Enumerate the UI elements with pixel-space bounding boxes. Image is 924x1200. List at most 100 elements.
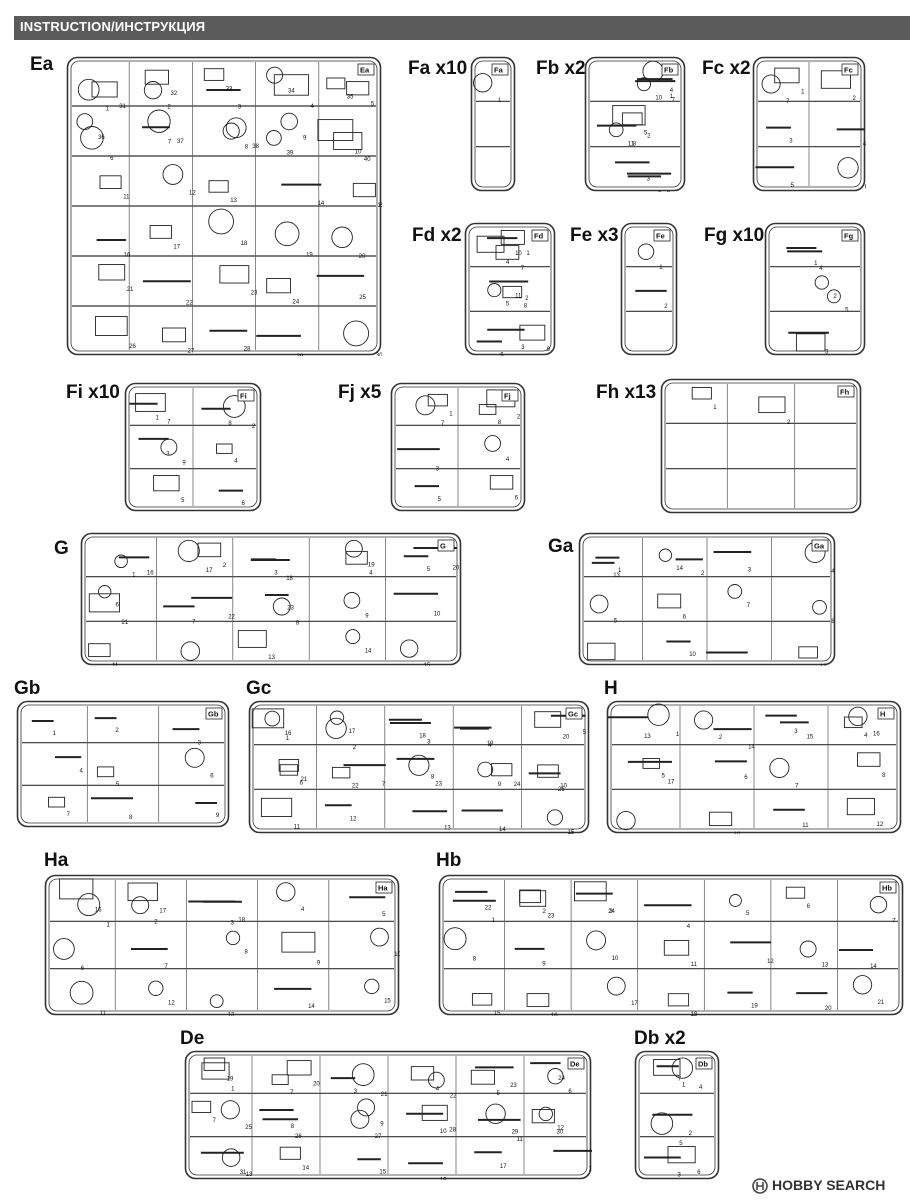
part-number: 14 — [748, 745, 755, 751]
part-number: 15 — [384, 999, 391, 1005]
header-title: INSTRUCTION/ИНСТРУКЦИЯ — [20, 19, 206, 34]
sprue-part — [848, 706, 868, 727]
part-number: 3 — [647, 177, 651, 183]
sprue-part — [264, 710, 281, 727]
sprue-part — [221, 1148, 241, 1167]
part-number: 3 — [166, 452, 170, 458]
sprue-part — [785, 886, 806, 899]
sprue-part — [667, 993, 690, 1007]
part-number: 10 — [612, 956, 619, 962]
part-number: 10 — [734, 832, 741, 834]
sprue-label-h: H — [604, 678, 618, 699]
sprue-part — [114, 554, 128, 569]
part-number: 4 — [863, 141, 866, 147]
part-number: 3 — [436, 466, 440, 472]
part-number: 6 — [568, 1089, 572, 1095]
sprue-code-box — [841, 63, 859, 76]
sprue-part — [271, 1074, 289, 1085]
sprue-frame-inner — [756, 60, 862, 188]
part-number: 3 — [748, 568, 752, 574]
sprue-fg: 123456Fg — [764, 222, 866, 356]
part-number: 3 — [354, 1089, 358, 1095]
part-number: 2 — [154, 919, 158, 925]
part-number: 1 — [286, 736, 290, 742]
sprue-code: Fj — [504, 392, 511, 401]
part-number: 15 — [424, 663, 431, 666]
part-number: 4 — [234, 459, 238, 465]
part-number: 22 — [352, 783, 359, 789]
sprue-frame-inner — [252, 704, 586, 830]
sprue-part — [531, 1109, 555, 1124]
part-number: 25 — [558, 787, 565, 793]
sprue-part — [343, 592, 361, 609]
part-number: 36 — [98, 135, 105, 141]
sprue-part — [642, 758, 661, 769]
part-number: 16 — [285, 731, 292, 737]
sprue-frame-inner — [84, 536, 458, 662]
sprue-part — [574, 881, 607, 902]
part-number: 4 — [864, 733, 868, 739]
part-number: 18 — [691, 1012, 698, 1016]
part-number: 7 — [521, 266, 525, 272]
part-number: 14 — [499, 827, 506, 833]
sprue-label-g: G — [54, 538, 69, 559]
sprue-part — [177, 539, 200, 562]
part-number: 38 — [252, 144, 259, 150]
part-number: 4 — [488, 743, 492, 749]
sprue-frame — [764, 222, 866, 356]
part-number: 9 — [317, 961, 321, 967]
part-number: 8 — [498, 420, 502, 426]
sprue-part — [421, 1104, 448, 1121]
sprue-code-box — [661, 63, 679, 76]
sprue-part — [837, 157, 859, 179]
sprue-part — [476, 235, 505, 253]
sprue-part — [266, 130, 282, 146]
part-number: 13 — [230, 198, 237, 204]
sprue-frame — [124, 382, 262, 512]
sprue-part — [197, 542, 222, 558]
part-number: 7 — [167, 419, 171, 425]
part-number: 20 — [563, 735, 570, 741]
sprue-code: Gb — [208, 710, 219, 719]
sprue-part — [350, 1109, 370, 1129]
sprue-part — [69, 980, 94, 1005]
sprue-code-box — [567, 1057, 585, 1070]
part-number: 14 — [365, 649, 372, 655]
sprue-code: Ea — [360, 66, 370, 75]
sprue-frame — [44, 874, 400, 1016]
part-number: 30 — [376, 353, 382, 356]
sprue-part — [278, 759, 300, 772]
sprue-part — [331, 766, 351, 779]
sprue-part — [279, 764, 299, 776]
part-number: 11 — [123, 195, 130, 201]
sprue-de: 1234567891011121314151617181920212223242… — [184, 1050, 592, 1180]
part-number: 4 — [670, 88, 674, 94]
sprue-part — [843, 716, 863, 729]
sprue-part — [191, 1100, 212, 1113]
part-number: 2 — [115, 728, 119, 734]
sprue-code-box — [237, 389, 255, 402]
sprue-code: Fg — [844, 232, 854, 241]
sprue-part — [144, 69, 169, 85]
sprue-part — [201, 1062, 230, 1080]
sprue-frame-inner — [474, 60, 512, 188]
part-number: 12 — [820, 664, 827, 666]
part-number: 5 — [746, 911, 750, 917]
sprue-part — [80, 126, 104, 150]
sprue-part — [538, 1106, 553, 1122]
part-number: 4 — [80, 769, 84, 775]
part-number: 33 — [226, 86, 233, 92]
sprue-part — [473, 73, 493, 93]
part-number: 4 — [506, 457, 510, 463]
sprue-part — [208, 208, 234, 235]
part-number: 28 — [449, 1127, 456, 1133]
sprue-frame — [606, 700, 902, 834]
sprue-part — [95, 316, 128, 336]
part-number: 7 — [892, 918, 896, 924]
part-number: 24 — [293, 300, 300, 306]
part-number: 23 — [287, 605, 294, 611]
part-number: 22 — [228, 615, 235, 621]
sprue-frame — [248, 700, 590, 834]
sprue-part — [77, 893, 101, 917]
